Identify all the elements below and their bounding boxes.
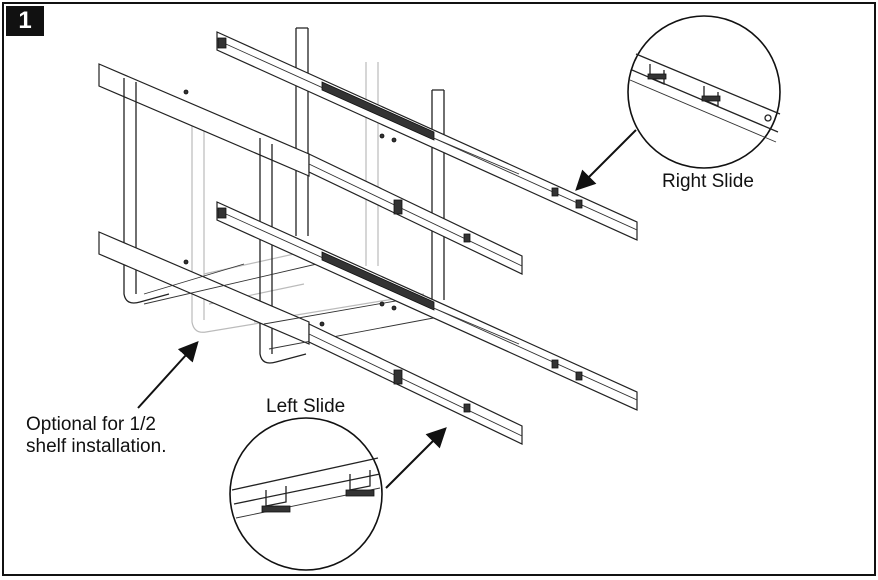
- right-slide-arrow: [575, 129, 637, 191]
- left-slide-arrow: [385, 427, 447, 489]
- optional-note-line-1: Optional for 1/2: [26, 414, 156, 435]
- left-slide-label: Left Slide: [266, 396, 346, 417]
- lower-right-slide: [216, 201, 638, 411]
- step-number-badge: 1: [6, 6, 44, 36]
- left-slide-detail-callout: [229, 417, 383, 571]
- upper-right-slide: [216, 31, 638, 241]
- optional-frame-arrow: [137, 341, 199, 409]
- mounting-screws: [183, 89, 397, 327]
- lower-left-slide: [308, 323, 523, 445]
- right-slide-label: Right Slide: [662, 171, 754, 192]
- slide-installation-diagram: [98, 15, 781, 571]
- upper-left-slide: [308, 153, 523, 275]
- cabinet-frame-bottom: [98, 231, 445, 350]
- rear-uprights: [295, 27, 445, 300]
- right-slide-detail-callout: [627, 15, 781, 169]
- optional-note-line-2: shelf installation.: [26, 435, 167, 457]
- optional-half-shelf-note: Optional for 1/2 shelf installation.: [26, 414, 166, 458]
